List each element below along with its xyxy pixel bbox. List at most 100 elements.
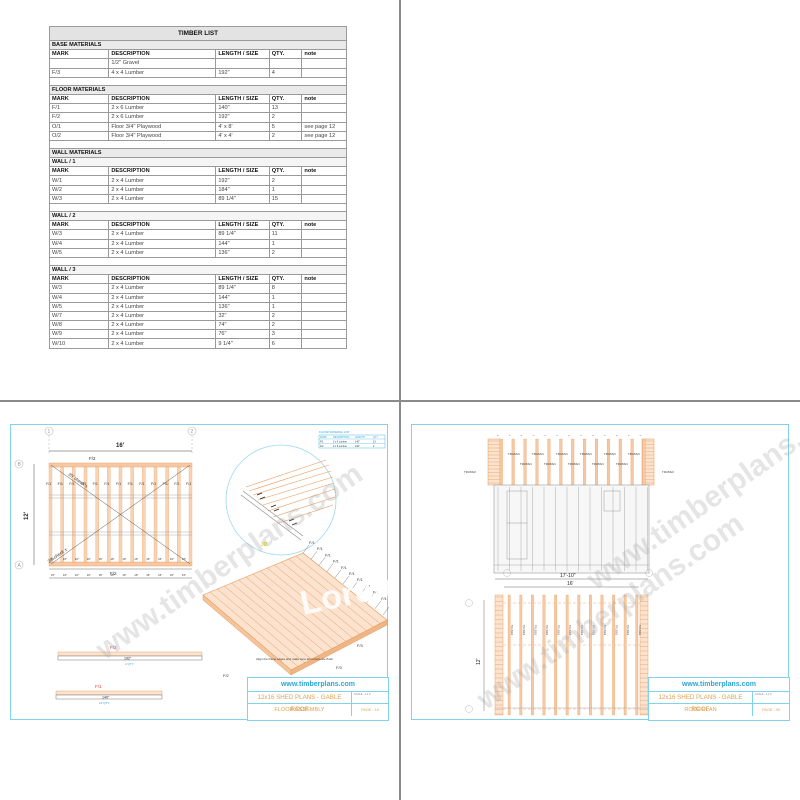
spacing-label-top: 16": [75, 557, 79, 561]
cell-length: 9 1/4": [215, 338, 270, 349]
cell-qty: 6: [268, 338, 303, 349]
iso-joist-label: F/1: [381, 596, 388, 601]
spacer: [49, 257, 347, 266]
section-wall-materials: WALL MATERIALS: [49, 147, 347, 159]
cell-description: 2 x 4 Lumber: [108, 229, 217, 240]
spacer: [49, 77, 347, 86]
board-f1-length: 140": [102, 696, 110, 700]
spacing-label-bottom: 15": [51, 573, 55, 577]
cell-qty: 2: [268, 320, 303, 331]
iso-beam-label: F/3: [336, 665, 343, 670]
cell-length: 4' x 8': [215, 121, 270, 132]
truss-tag: ⌐: [497, 433, 499, 437]
truss-tag: ⌐: [640, 433, 642, 437]
truss-label: TRUSS/1: [568, 462, 580, 466]
rafter-label: TRUSS/1: [557, 625, 560, 636]
svg-text:F/1: F/1: [320, 441, 324, 444]
cell-description: 2 x 4 Lumber: [108, 175, 217, 186]
iso-joist-label: F/1: [357, 577, 364, 582]
spacing-label-top: 16": [99, 557, 103, 561]
svg-text:2 x 6 Lumber: 2 x 6 Lumber: [333, 445, 347, 448]
spacing-label-bottom: 16": [75, 573, 79, 577]
cell-qty: [268, 58, 303, 69]
truss-label: TRUSS/1: [604, 452, 616, 456]
cell-description: 2 x 4 Lumber: [108, 329, 217, 340]
col-description: DESCRIPTION: [108, 274, 217, 285]
cell-length: 89 1/4": [215, 193, 270, 205]
table-row: 1/2" Gravel: [48, 58, 347, 69]
title-block-title: 12x16 SHED PLANS - GABLE ROOF: [248, 692, 352, 713]
cell-description: Floor 3/4" Playwood: [108, 121, 217, 132]
cell-length: 136": [215, 301, 270, 312]
cell-length: 192": [215, 175, 270, 186]
col-note: note: [301, 274, 347, 285]
truss-tag: ⌐: [545, 433, 547, 437]
svg-text:QTY.: QTY.: [373, 436, 379, 439]
svg-text:2 x 6 Lumber: 2 x 6 Lumber: [333, 441, 347, 444]
cell-length: 144": [215, 292, 270, 303]
svg-text:MARK: MARK: [320, 436, 327, 439]
cell-qty: 8: [268, 283, 303, 294]
joist-label: F/1: [46, 482, 51, 486]
cell-description: 2 x 4 Lumber: [108, 292, 217, 303]
cell-qty: 2: [268, 247, 303, 258]
roof-title-block: www.timberplans.com 12x16 SHED PLANS - G…: [648, 677, 790, 721]
col-description: DESCRIPTION: [108, 166, 217, 177]
spacing-label-top: 16": [87, 557, 91, 561]
iso-rim-label: F/2: [223, 673, 230, 678]
board-f2-length: 192": [124, 657, 132, 661]
svg-text:13: 13: [373, 441, 376, 444]
svg-text:FLOOR MATERIAL LIST: FLOOR MATERIAL LIST: [319, 430, 350, 434]
cell-description: 2 x 4 Lumber: [108, 320, 217, 331]
cell-mark: F/2: [48, 112, 110, 123]
col-note: note: [301, 49, 347, 60]
col-note: note: [301, 220, 347, 231]
col-length: LENGTH / SIZE: [215, 93, 270, 105]
svg-text:DESCRIPTION: DESCRIPTION: [333, 436, 350, 439]
roof-width-dimension: 16': [567, 581, 574, 587]
col-length: LENGTH / SIZE: [215, 220, 270, 231]
board-f1-qty: 13 QTY.: [99, 701, 110, 705]
cell-mark: O/2: [48, 130, 110, 141]
cell-qty: 2: [268, 130, 303, 141]
cell-note: [301, 103, 347, 114]
spacing-label-top: 16": [170, 557, 174, 561]
cell-length: [215, 58, 270, 69]
rim-label-top: F/2: [89, 456, 96, 461]
truss-tag: ⌐: [521, 433, 523, 437]
cell-description: 2 x 4 Lumber: [108, 193, 217, 205]
svg-text:2: 2: [373, 445, 375, 448]
section-wall-1: WALL / 1: [49, 157, 347, 168]
rafter-label: TRUSS/1: [568, 625, 571, 636]
iso-joist-label: F/1: [309, 540, 316, 545]
cell-length: 192": [215, 112, 270, 123]
cell-note: see page 12: [301, 121, 347, 132]
hardware-list-page: HARDWARE MATERIALS DESCRIPTION QTY. NOTE…: [401, 0, 800, 400]
spacing-label-bottom: 16": [111, 573, 115, 577]
cell-description: 2 x 4 Lumber: [108, 310, 217, 322]
section-base-materials: BASE MATERIALS: [49, 39, 347, 51]
spacing-label-bottom: 16": [134, 573, 138, 577]
iso-joist-label: F/1: [373, 590, 380, 595]
truss-label: TRUSS/1: [628, 452, 640, 456]
cell-description: 2 x 6 Lumber: [108, 112, 217, 123]
truss-label: TRUSS/1: [556, 452, 568, 456]
spacing-label-top: 16": [63, 557, 67, 561]
assembly-note: Align the frame edges and make sure all …: [256, 657, 334, 661]
roof-overall-dimension: 17'-10": [560, 573, 576, 579]
cell-qty: 2: [268, 112, 303, 123]
truss-tag: ⌐: [533, 433, 535, 437]
gable-truss-label-right: TRUSS/2: [662, 470, 674, 474]
